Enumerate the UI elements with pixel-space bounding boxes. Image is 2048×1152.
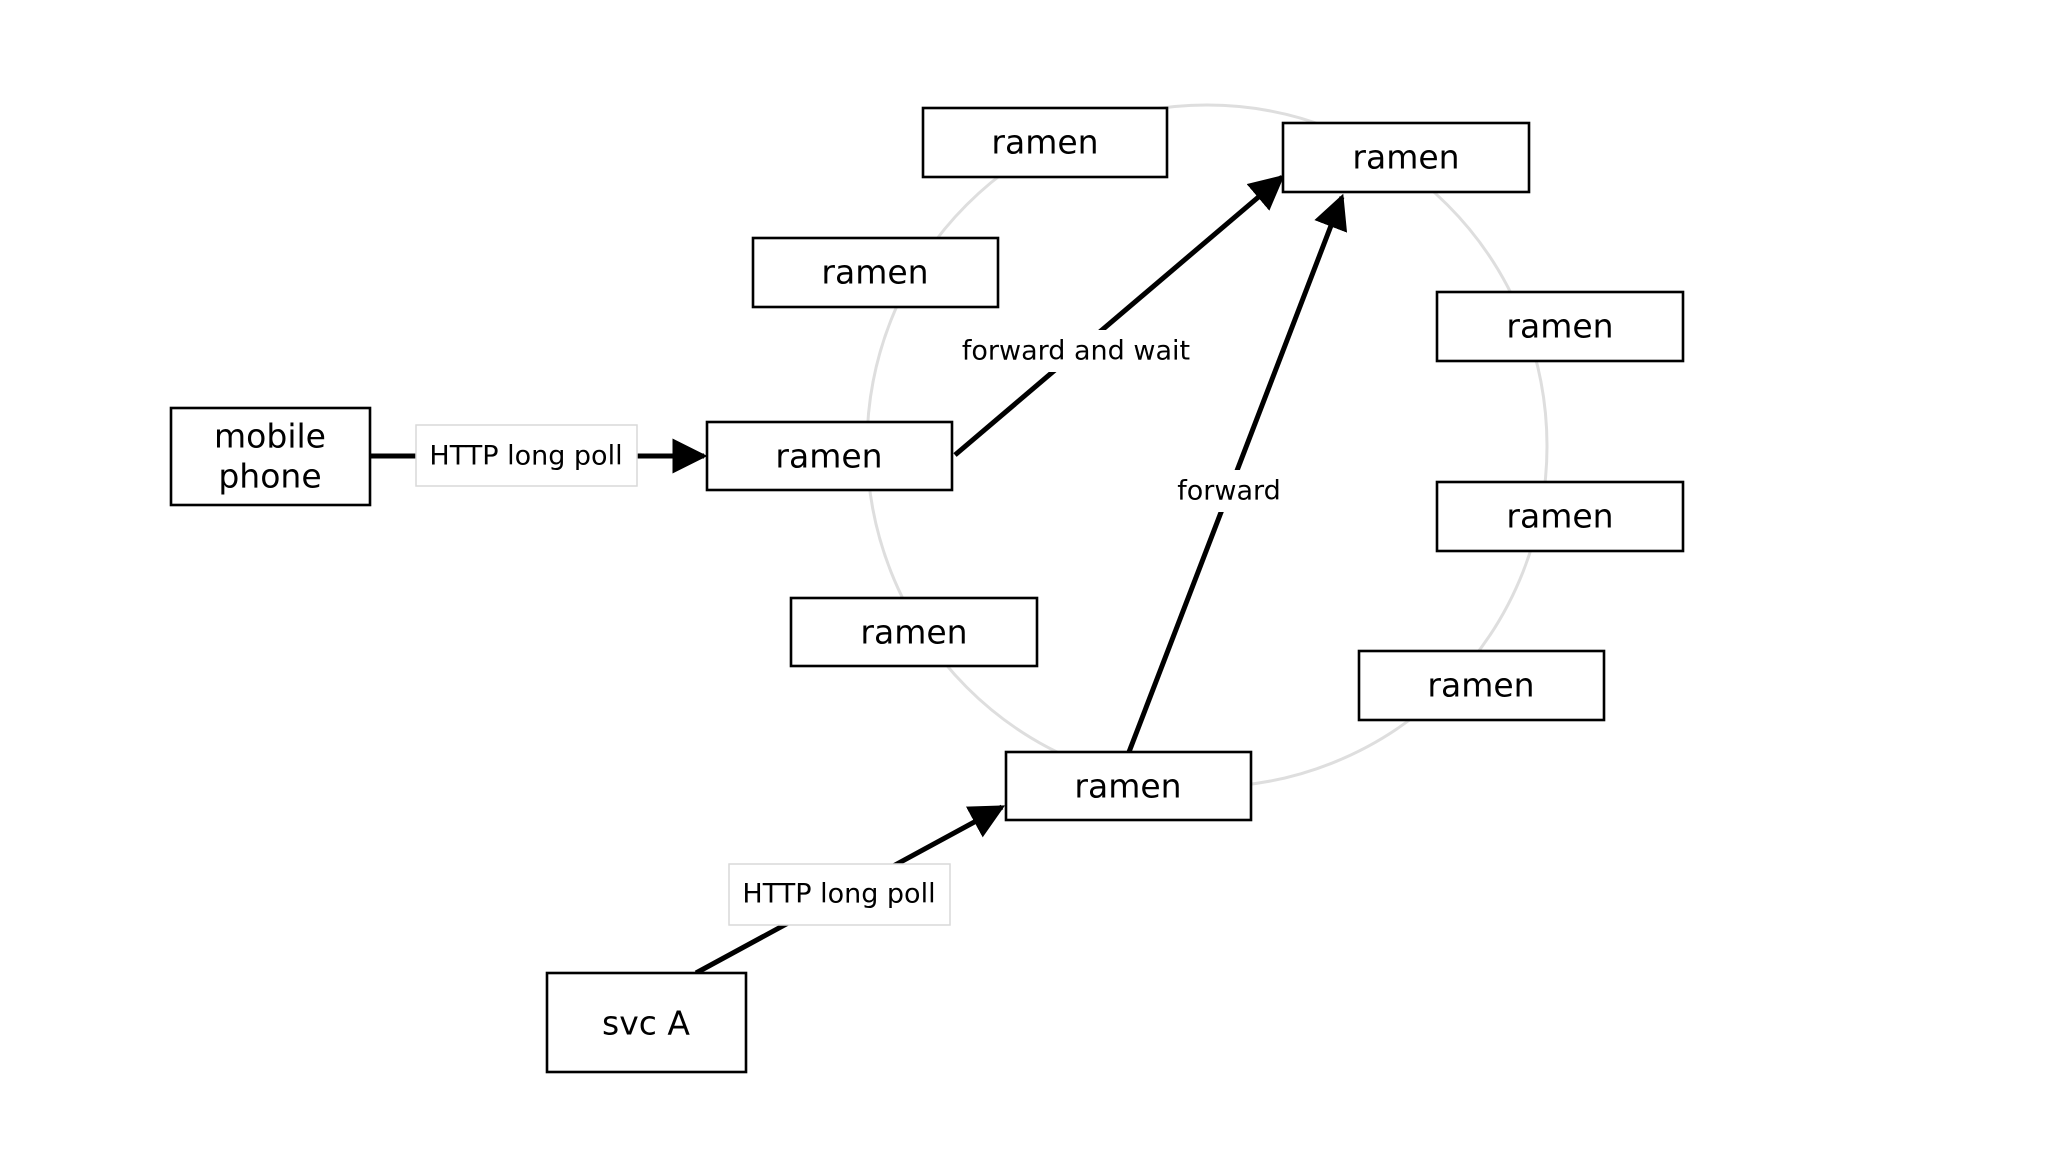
edge-label-text: HTTP long poll <box>429 441 622 472</box>
node-ramen-right-middle: ramen <box>1435 480 1685 553</box>
edge-label-text: forward <box>1177 476 1281 507</box>
edge-label-forward: forward <box>1172 470 1286 512</box>
node-svc-a: svc A <box>545 971 748 1074</box>
node-ramen-entry: ramen <box>705 420 954 492</box>
node-label: ramen <box>1427 666 1534 705</box>
edge-label-forward-and-wait: forward and wait <box>958 330 1194 372</box>
node-label-line1: mobile <box>214 417 326 456</box>
node-mobile-phone: mobile phone <box>169 406 372 507</box>
node-ramen-bottom: ramen <box>1004 750 1253 822</box>
node-label-line2: phone <box>218 457 321 496</box>
edge-label-phone-http: HTTP long poll <box>415 424 638 487</box>
node-ramen-lower-left: ramen <box>789 596 1039 668</box>
node-label: svc A <box>602 1004 690 1043</box>
node-label: ramen <box>1352 138 1459 177</box>
node-label: ramen <box>1506 497 1613 536</box>
node-ramen-top-left: ramen <box>921 106 1169 179</box>
edge-forward-and-wait <box>953 174 1285 457</box>
node-label: ramen <box>860 613 967 652</box>
edge-label-text: forward and wait <box>962 336 1190 367</box>
node-label: ramen <box>821 253 928 292</box>
edge-label-text: HTTP long poll <box>742 879 935 910</box>
edge-label-svc-http: HTTP long poll <box>728 863 951 926</box>
node-label: ramen <box>991 123 1098 162</box>
node-label: ramen <box>1074 767 1181 806</box>
node-ramen-upper-left: ramen <box>751 236 1000 309</box>
node-label: ramen <box>1506 307 1613 346</box>
node-ramen-right-upper: ramen <box>1435 290 1685 363</box>
node-ramen-right-lower: ramen <box>1357 649 1606 722</box>
node-ramen-top-right: ramen <box>1281 121 1531 194</box>
node-label: ramen <box>775 437 882 476</box>
